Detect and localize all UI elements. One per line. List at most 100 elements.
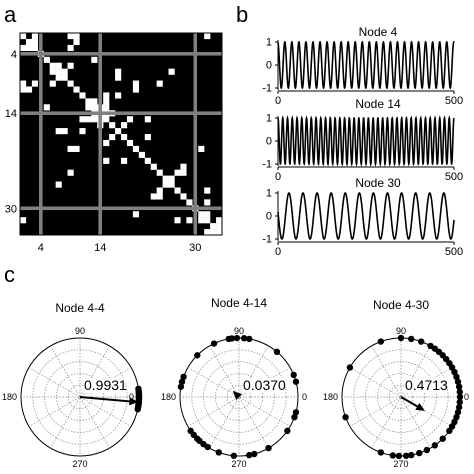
resultant-arrow-head <box>232 390 242 400</box>
angle-label: 180 <box>161 392 176 402</box>
x-tick-label: 500 <box>445 95 463 107</box>
phase-point <box>225 335 232 343</box>
resultant-arrow-shaft <box>400 396 418 408</box>
phase-point <box>431 442 439 449</box>
connection-cell <box>216 217 223 224</box>
connection-cell <box>61 68 68 75</box>
connection-cell <box>115 74 122 81</box>
resultant-value-label: 0.4713 <box>405 377 448 393</box>
connection-cell <box>85 98 92 105</box>
connection-cell <box>91 98 98 105</box>
y-tick-label: -1 <box>262 234 272 246</box>
highlight-row <box>20 52 222 56</box>
connection-cell <box>20 44 27 52</box>
connection-cell <box>31 33 39 40</box>
phase-point <box>273 348 281 356</box>
connection-cell <box>55 62 62 69</box>
phase-point <box>453 413 460 421</box>
panel-label-a: a <box>4 2 17 27</box>
y-tick-label: -1 <box>262 83 272 95</box>
matrix-col-tick-label: 14 <box>94 242 106 254</box>
connection-cell <box>198 145 205 153</box>
angle-label: 270 <box>393 459 408 469</box>
polar-grid-ring <box>226 384 252 410</box>
connection-cell <box>204 217 211 224</box>
phase-point <box>290 371 297 379</box>
panel-label-c: c <box>4 262 15 287</box>
y-tick-label: 0 <box>266 136 272 148</box>
connection-cell <box>168 181 175 188</box>
connection-cell <box>180 193 187 200</box>
connection-cell <box>73 33 80 40</box>
resultant-arrow-shaft <box>79 396 130 403</box>
highlight-row <box>20 206 222 211</box>
polar-grid-ring <box>377 373 425 421</box>
phase-point <box>246 451 253 459</box>
phase-point <box>456 393 464 401</box>
series-line <box>277 192 455 240</box>
phase-point <box>180 373 187 381</box>
connection-cell <box>168 68 175 75</box>
connection-cell <box>144 157 151 164</box>
connection-cell <box>126 139 134 147</box>
connection-cell <box>85 104 92 111</box>
phase-point <box>135 385 142 392</box>
polar-grid-ring <box>388 384 414 410</box>
connection-cell <box>109 122 116 129</box>
connection-cell <box>132 145 140 153</box>
resultant-arrow-head <box>129 397 139 406</box>
connection-cell <box>204 211 211 218</box>
phase-point <box>397 334 405 342</box>
y-tick-label: 1 <box>266 113 272 125</box>
angle-label: 90 <box>234 326 244 336</box>
angle-label: 90 <box>75 326 85 336</box>
highlight-col <box>193 33 198 235</box>
connection-cell <box>43 56 50 63</box>
phase-point <box>240 335 248 342</box>
angle-label: 0 <box>464 392 469 402</box>
connection-cell <box>156 80 163 87</box>
polar-title: Node 4-14 <box>211 296 267 310</box>
connection-cell <box>20 86 27 93</box>
connection-cell <box>115 68 122 75</box>
connection-cell <box>25 86 33 93</box>
phase-point <box>456 388 463 396</box>
connection-cell <box>49 80 56 87</box>
connection-cell <box>79 116 86 123</box>
phase-point <box>408 335 415 343</box>
connection-cell <box>55 68 62 75</box>
connection-cell <box>204 187 211 194</box>
resultant-label-bg <box>83 378 125 393</box>
y-tick-label: 0 <box>266 211 272 223</box>
connection-cell <box>174 169 181 176</box>
polar-grid-ring <box>67 384 93 410</box>
polar-grid-ring <box>215 373 263 421</box>
angle-label: 270 <box>231 459 246 469</box>
connection-cell <box>174 187 181 194</box>
connection-cell <box>73 38 80 46</box>
polar-grid-ring <box>56 373 104 421</box>
phase-point <box>408 451 415 459</box>
matrix-row-tick-label: 14 <box>5 108 17 120</box>
connectivity-matrix <box>19 32 223 236</box>
connection-cell <box>150 163 157 170</box>
phase-point <box>423 446 431 454</box>
connection-cell <box>43 104 50 111</box>
connection-cell <box>31 80 39 87</box>
connection-cell <box>79 128 86 135</box>
phase-point <box>246 335 253 343</box>
connection-cell <box>67 62 74 69</box>
phase-point <box>454 409 462 416</box>
matrix-frame <box>19 32 223 236</box>
phase-point <box>346 364 354 371</box>
phase-point <box>455 404 463 411</box>
phase-point <box>417 338 425 345</box>
panel-label-b: b <box>236 2 248 27</box>
phase-point <box>178 378 186 385</box>
connection-cell <box>79 92 86 99</box>
connection-cell <box>67 33 74 40</box>
connection-cell <box>156 169 163 176</box>
connection-cell <box>31 44 39 52</box>
highlight-col <box>39 33 43 235</box>
